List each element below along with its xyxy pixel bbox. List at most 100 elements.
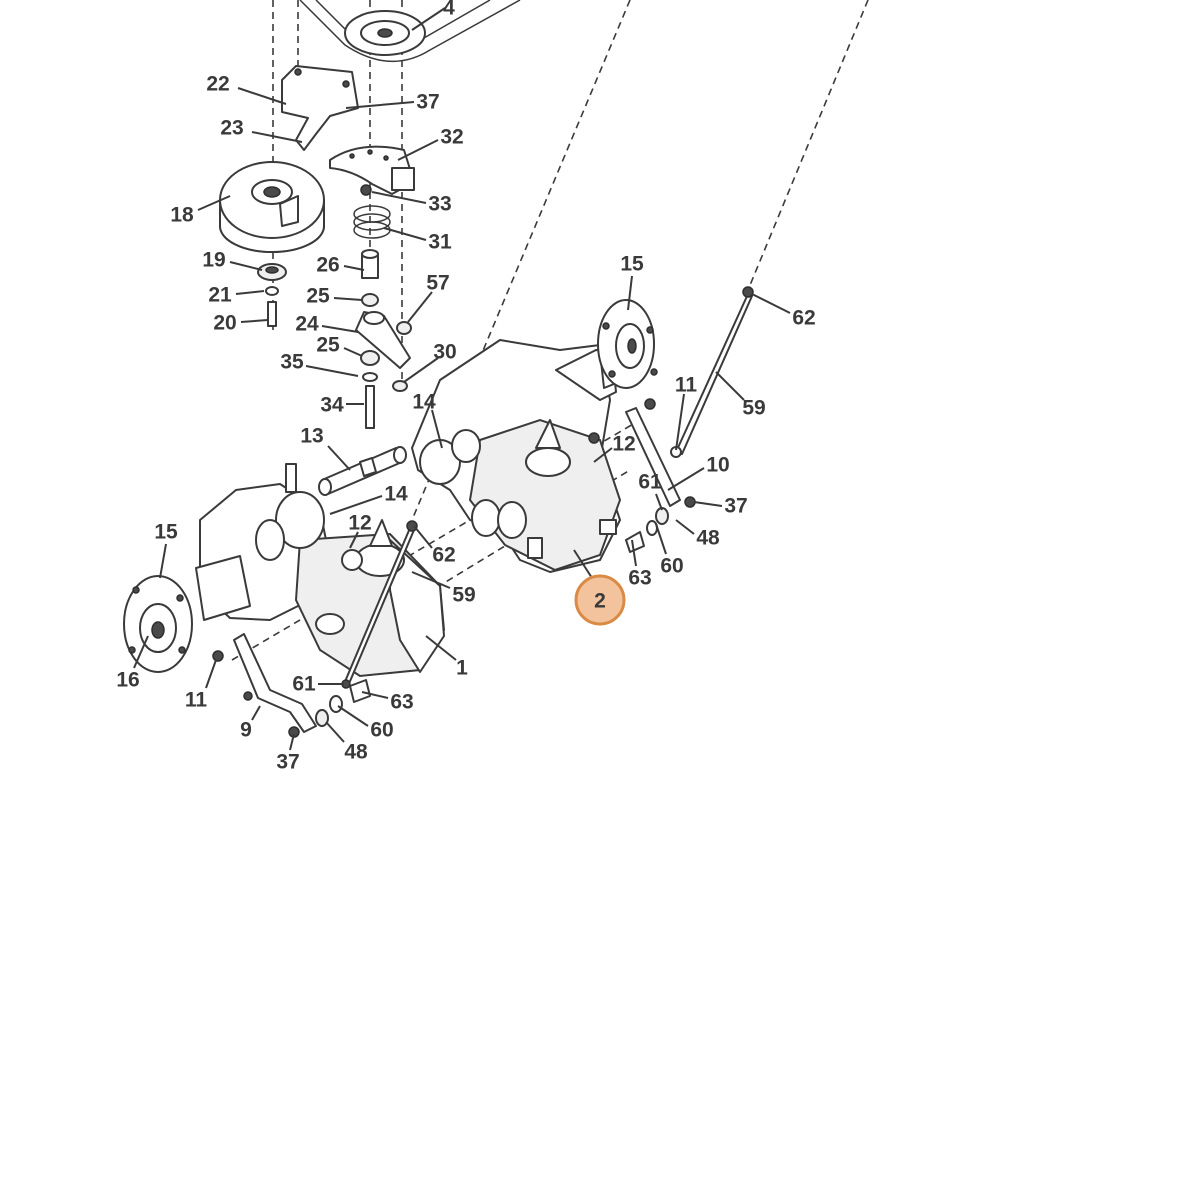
left-transaxle bbox=[123, 463, 446, 678]
leader-line bbox=[403, 357, 439, 383]
callout-25: 25 bbox=[316, 334, 340, 357]
callout-15: 15 bbox=[620, 253, 644, 276]
callout-59: 59 bbox=[452, 584, 475, 607]
leader-line bbox=[667, 467, 705, 491]
clutch-plate bbox=[329, 145, 415, 195]
leader-line bbox=[407, 291, 433, 323]
callout-4: 4 bbox=[443, 0, 455, 20]
callout-11: 11 bbox=[675, 374, 698, 397]
callout-16: 16 bbox=[116, 669, 139, 692]
callout-37: 37 bbox=[724, 495, 747, 518]
spring-bolt bbox=[353, 184, 391, 239]
leader-line bbox=[397, 139, 439, 161]
leader-line bbox=[593, 447, 613, 463]
callout-35: 35 bbox=[280, 351, 304, 374]
leader-line bbox=[345, 101, 415, 109]
callout-60: 60 bbox=[370, 719, 393, 742]
leader-line bbox=[371, 191, 427, 204]
leader-line bbox=[325, 721, 345, 743]
callout-60: 60 bbox=[660, 555, 683, 578]
callout-37: 37 bbox=[416, 91, 439, 114]
electric-clutch bbox=[219, 161, 325, 253]
leader-line bbox=[251, 131, 303, 143]
callout-57: 57 bbox=[426, 272, 449, 295]
pulley-assembly bbox=[299, 0, 521, 62]
leader-line bbox=[235, 290, 265, 295]
leader-line bbox=[251, 705, 261, 721]
leader-line bbox=[715, 371, 745, 401]
leader-line bbox=[411, 7, 446, 31]
leader-line bbox=[655, 493, 663, 511]
right-transaxle bbox=[411, 299, 658, 573]
callout-15: 15 bbox=[154, 521, 178, 544]
leader-line bbox=[383, 227, 427, 241]
right-linkage bbox=[588, 286, 754, 553]
leader-line bbox=[159, 543, 167, 579]
clutch-bracket bbox=[281, 65, 359, 151]
leader-line bbox=[229, 261, 263, 271]
callout-25: 25 bbox=[306, 285, 330, 308]
leader-line bbox=[133, 635, 149, 669]
leader-line bbox=[431, 409, 443, 449]
leader-line bbox=[327, 445, 351, 471]
callout-59: 59 bbox=[742, 397, 765, 420]
callout-14: 14 bbox=[384, 483, 408, 506]
hardware-stack bbox=[257, 249, 412, 429]
leader-line bbox=[305, 365, 359, 377]
highlighted-part-callout[interactable]: 2 bbox=[573, 549, 626, 626]
leader-line bbox=[413, 525, 433, 549]
highlight-circle[interactable] bbox=[574, 574, 626, 626]
leader-line bbox=[411, 571, 451, 589]
callout-19: 19 bbox=[202, 249, 225, 272]
callout-10: 10 bbox=[706, 454, 729, 477]
callout-48: 48 bbox=[344, 741, 368, 764]
callout-63: 63 bbox=[628, 567, 651, 590]
callout-14: 14 bbox=[412, 391, 436, 414]
callout-26: 26 bbox=[316, 254, 339, 277]
callout-63: 63 bbox=[390, 691, 413, 714]
leader-line bbox=[751, 293, 791, 314]
callout-32: 32 bbox=[440, 126, 463, 149]
leader-line bbox=[321, 325, 359, 333]
callout-18: 18 bbox=[170, 204, 194, 227]
leader-line bbox=[693, 501, 723, 507]
callout-48: 48 bbox=[696, 527, 720, 550]
callout-22: 22 bbox=[206, 73, 229, 96]
left-linkage bbox=[212, 520, 418, 738]
callout-34: 34 bbox=[320, 394, 344, 417]
callout-12: 12 bbox=[348, 512, 371, 535]
callout-21: 21 bbox=[208, 284, 232, 307]
leader-line bbox=[337, 705, 369, 727]
leader-line bbox=[655, 523, 667, 555]
leader-line bbox=[237, 87, 287, 105]
leader-lines bbox=[133, 7, 791, 751]
leader-line bbox=[289, 733, 295, 751]
callout-62: 62 bbox=[432, 544, 455, 567]
leader-line bbox=[343, 265, 365, 271]
callout-30: 30 bbox=[433, 341, 456, 364]
callout-12: 12 bbox=[612, 433, 635, 456]
callout-1: 1 bbox=[456, 657, 468, 680]
leader-line bbox=[329, 495, 383, 515]
highlight-label: 2 bbox=[594, 590, 606, 613]
callout-9: 9 bbox=[240, 719, 252, 742]
leader-line bbox=[205, 659, 217, 689]
leader-line bbox=[240, 319, 269, 323]
leader-line bbox=[631, 539, 637, 567]
callout-11: 11 bbox=[185, 689, 208, 712]
callout-23: 23 bbox=[220, 117, 243, 140]
callout-62: 62 bbox=[792, 307, 815, 330]
callout-31: 31 bbox=[428, 231, 452, 254]
leader-line bbox=[675, 519, 695, 535]
leader-line bbox=[627, 275, 633, 311]
callout-33: 33 bbox=[428, 193, 451, 216]
callout-61: 61 bbox=[638, 471, 662, 494]
callout-37: 37 bbox=[276, 751, 299, 774]
callout-13: 13 bbox=[300, 425, 323, 448]
drive-shaft bbox=[318, 446, 407, 496]
callout-61: 61 bbox=[292, 673, 316, 696]
callout-24: 24 bbox=[295, 313, 319, 336]
leader-line bbox=[675, 393, 685, 451]
